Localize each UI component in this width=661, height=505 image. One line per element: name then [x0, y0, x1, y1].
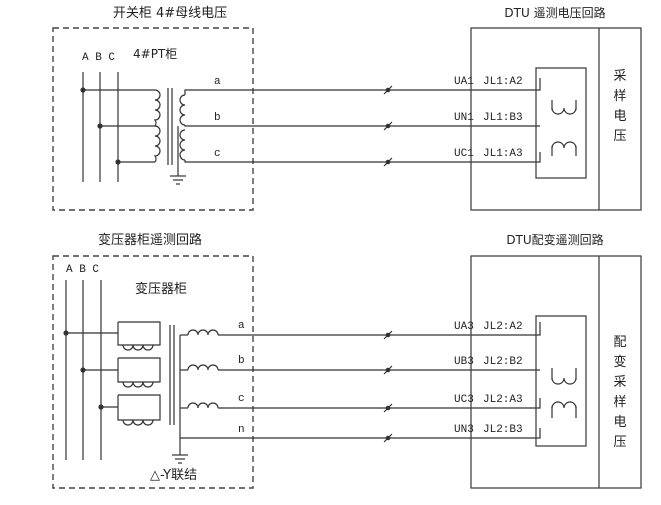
side-label-char: 采 [613, 375, 626, 390]
side-label-char: 样 [613, 395, 626, 410]
signal-ub3: UB3 [454, 356, 474, 368]
wire-c [184, 152, 541, 163]
top-phase-labels: A B C [82, 52, 115, 64]
side-label-char: 电 [613, 415, 626, 430]
connection-type-label: △-Y联结 [150, 468, 197, 483]
sampling-coil-icon [551, 377, 577, 385]
pt-cabinet-label: 4#PT柜 [133, 47, 177, 61]
signal-uc3: UC3 [454, 394, 474, 406]
terminal-break-icon [383, 330, 393, 443]
pt-primary-coil-icon [153, 125, 161, 163]
wire-a [218, 322, 541, 336]
sampling-coil-icon [551, 107, 577, 115]
pt-secondary-coil-icon [179, 94, 186, 126]
line-label-b: b [214, 112, 221, 124]
side-label-char: 压 [613, 129, 626, 144]
transformer-cabinet-label: 变压器柜 [135, 281, 187, 297]
side-label-char: 样 [613, 89, 626, 104]
side-label-char: 变 [613, 354, 626, 370]
terminal-jl2-a2: JL2:A2 [483, 321, 523, 333]
wire-b [184, 125, 540, 127]
terminal-jl2-b3: JL2:B3 [483, 424, 523, 436]
pt-secondary-coil-icon [179, 129, 186, 161]
switchgear-cabinet-box [52, 27, 254, 211]
transformer-cabinet-box [52, 255, 254, 489]
terminal-jl2-a3: JL2:A3 [483, 394, 523, 406]
signal-uc1: UC1 [454, 148, 474, 160]
side-label-char: 配 [613, 335, 626, 350]
signal-un3: UN3 [454, 424, 474, 436]
dtu-box [470, 27, 642, 211]
terminal-jl1-a3: JL1:A3 [483, 148, 523, 160]
sampling-coil-icon [551, 406, 577, 418]
wye-secondary-coil-icon [187, 329, 219, 409]
top-right-title: DTU 遥测电压回路 [504, 5, 605, 20]
wire-c [218, 398, 541, 409]
signal-ua1: UA1 [454, 76, 474, 88]
terminal-jl1-a2: JL1:A2 [483, 76, 523, 88]
sampling-coil-icon [551, 100, 577, 110]
bottom-right-title: DTU配变遥测回路 [506, 232, 603, 247]
line-label-b: b [238, 355, 245, 367]
bottom-phase-labels: A B C [66, 264, 99, 276]
pt-primary-coil-icon [153, 89, 161, 127]
delta-primary-coil-icon [117, 321, 161, 426]
sampling-module [535, 315, 587, 447]
line-label-a: a [238, 320, 245, 332]
wire-n [180, 428, 541, 439]
top-left-title: 开关柜 4#母线电压 [113, 6, 227, 21]
sampling-coil-icon [551, 401, 577, 409]
terminal-jl1-b3: JL1:B3 [483, 112, 523, 124]
side-label-char: 压 [613, 435, 626, 450]
terminal-break-icon [383, 85, 393, 167]
line-label-a: a [214, 76, 221, 88]
sampling-coil-icon [551, 146, 577, 156]
side-label-char: 电 [613, 109, 626, 124]
sampling-coil-icon [551, 368, 577, 380]
dtu-transformer-box [470, 255, 642, 489]
line-label-c: c [238, 393, 245, 405]
sampling-coil-icon [551, 141, 577, 149]
sampling-module [535, 67, 587, 179]
signal-ua3: UA3 [454, 321, 474, 333]
terminal-jl2-b2: JL2:B2 [483, 356, 523, 368]
line-label-c: c [214, 148, 221, 160]
side-label-char: 采 [613, 69, 626, 84]
bottom-left-title: 变压器柜遥测回路 [98, 232, 202, 248]
signal-un1: UN1 [454, 112, 474, 124]
wire-a [184, 78, 541, 95]
line-label-n: n [238, 424, 245, 436]
